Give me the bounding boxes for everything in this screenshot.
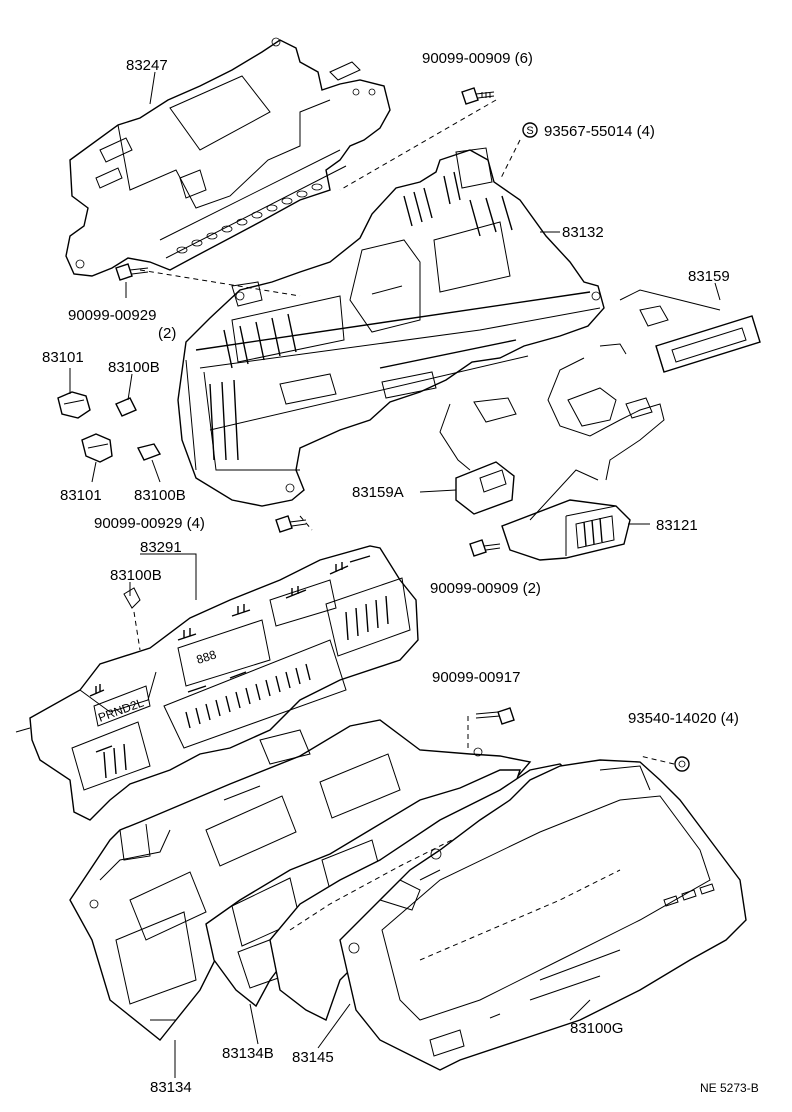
screw-icon-mid xyxy=(475,707,515,725)
clip-icon-right xyxy=(674,756,690,772)
clip-symbol-label: S xyxy=(526,125,533,137)
screw-icon-left-2 xyxy=(275,515,307,533)
label-clip-top: 93567-55014 (4) xyxy=(544,123,655,140)
unit-83159a xyxy=(455,461,515,515)
circuit-board-83291: 888 PRND2L xyxy=(15,545,419,821)
unit-83159 xyxy=(619,289,761,373)
screw-icon-left-1 xyxy=(115,263,149,281)
label-83100b-c: 83100B xyxy=(110,567,162,584)
socket-83101-b xyxy=(81,433,113,463)
label-83121: 83121 xyxy=(656,517,698,534)
dashed-guide-right xyxy=(467,716,675,765)
label-83100b-a: 83100B xyxy=(108,359,160,376)
clip-symbol-top: S xyxy=(522,122,538,138)
label-83134: 83134 xyxy=(150,1079,192,1096)
label-83101-a: 83101 xyxy=(42,349,84,366)
hood-indicator-slots xyxy=(663,883,715,907)
bulb-83100b-b xyxy=(136,443,162,461)
harness-wire xyxy=(439,343,665,481)
dashed-guide-top xyxy=(339,99,521,191)
label-screw-right: 90099-00909 (2) xyxy=(430,580,541,597)
board-bargraph xyxy=(103,595,389,779)
dashed-guide-left xyxy=(139,269,313,531)
screw-icon-top xyxy=(461,87,495,105)
document-reference: NE 5273-B xyxy=(700,1081,759,1095)
leader-lines xyxy=(69,71,721,1078)
meter-housing-83132 xyxy=(177,147,605,507)
housing-ribs xyxy=(209,171,517,461)
label-screw-left-2: 90099-00929 (4) xyxy=(94,515,205,532)
label-83100b-b: 83100B xyxy=(134,487,186,504)
bulb-83100b-a xyxy=(115,397,137,417)
gauge-digits: 888 xyxy=(195,647,219,667)
label-screw-top: 90099-00909 (6) xyxy=(422,50,533,67)
socket-83101-a xyxy=(57,391,91,419)
label-clip-right: 93540-14020 (4) xyxy=(628,710,739,727)
label-83159a: 83159A xyxy=(352,484,404,501)
dashed-guide-board xyxy=(133,611,141,651)
label-screw-left-1: 90099-00929 xyxy=(68,307,156,324)
label-83101-b: 83101 xyxy=(60,487,102,504)
label-83159: 83159 xyxy=(688,268,730,285)
label-screw-mid: 90099-00917 xyxy=(432,669,520,686)
plate-slot-row xyxy=(176,183,323,254)
label-83100g: 83100G xyxy=(570,1020,623,1037)
label-83291: 83291 xyxy=(140,539,182,556)
label-83132: 83132 xyxy=(562,224,604,241)
label-83247: 83247 xyxy=(126,57,168,74)
board-coils xyxy=(89,555,371,753)
gauge-digit-display: 888 xyxy=(195,647,219,667)
label-83134b: 83134B xyxy=(222,1045,274,1062)
label-screw-left-1-qty: (2) xyxy=(158,325,176,342)
label-83145: 83145 xyxy=(292,1049,334,1066)
screw-icon-right xyxy=(469,539,501,557)
callout-labels: 83247 90099-00909 (6) 93567-55014 (4) 83… xyxy=(42,50,759,1096)
bracket-plate-83247 xyxy=(65,37,391,277)
unit-83121 xyxy=(501,469,631,561)
meter-hood-83100g xyxy=(339,759,747,1071)
